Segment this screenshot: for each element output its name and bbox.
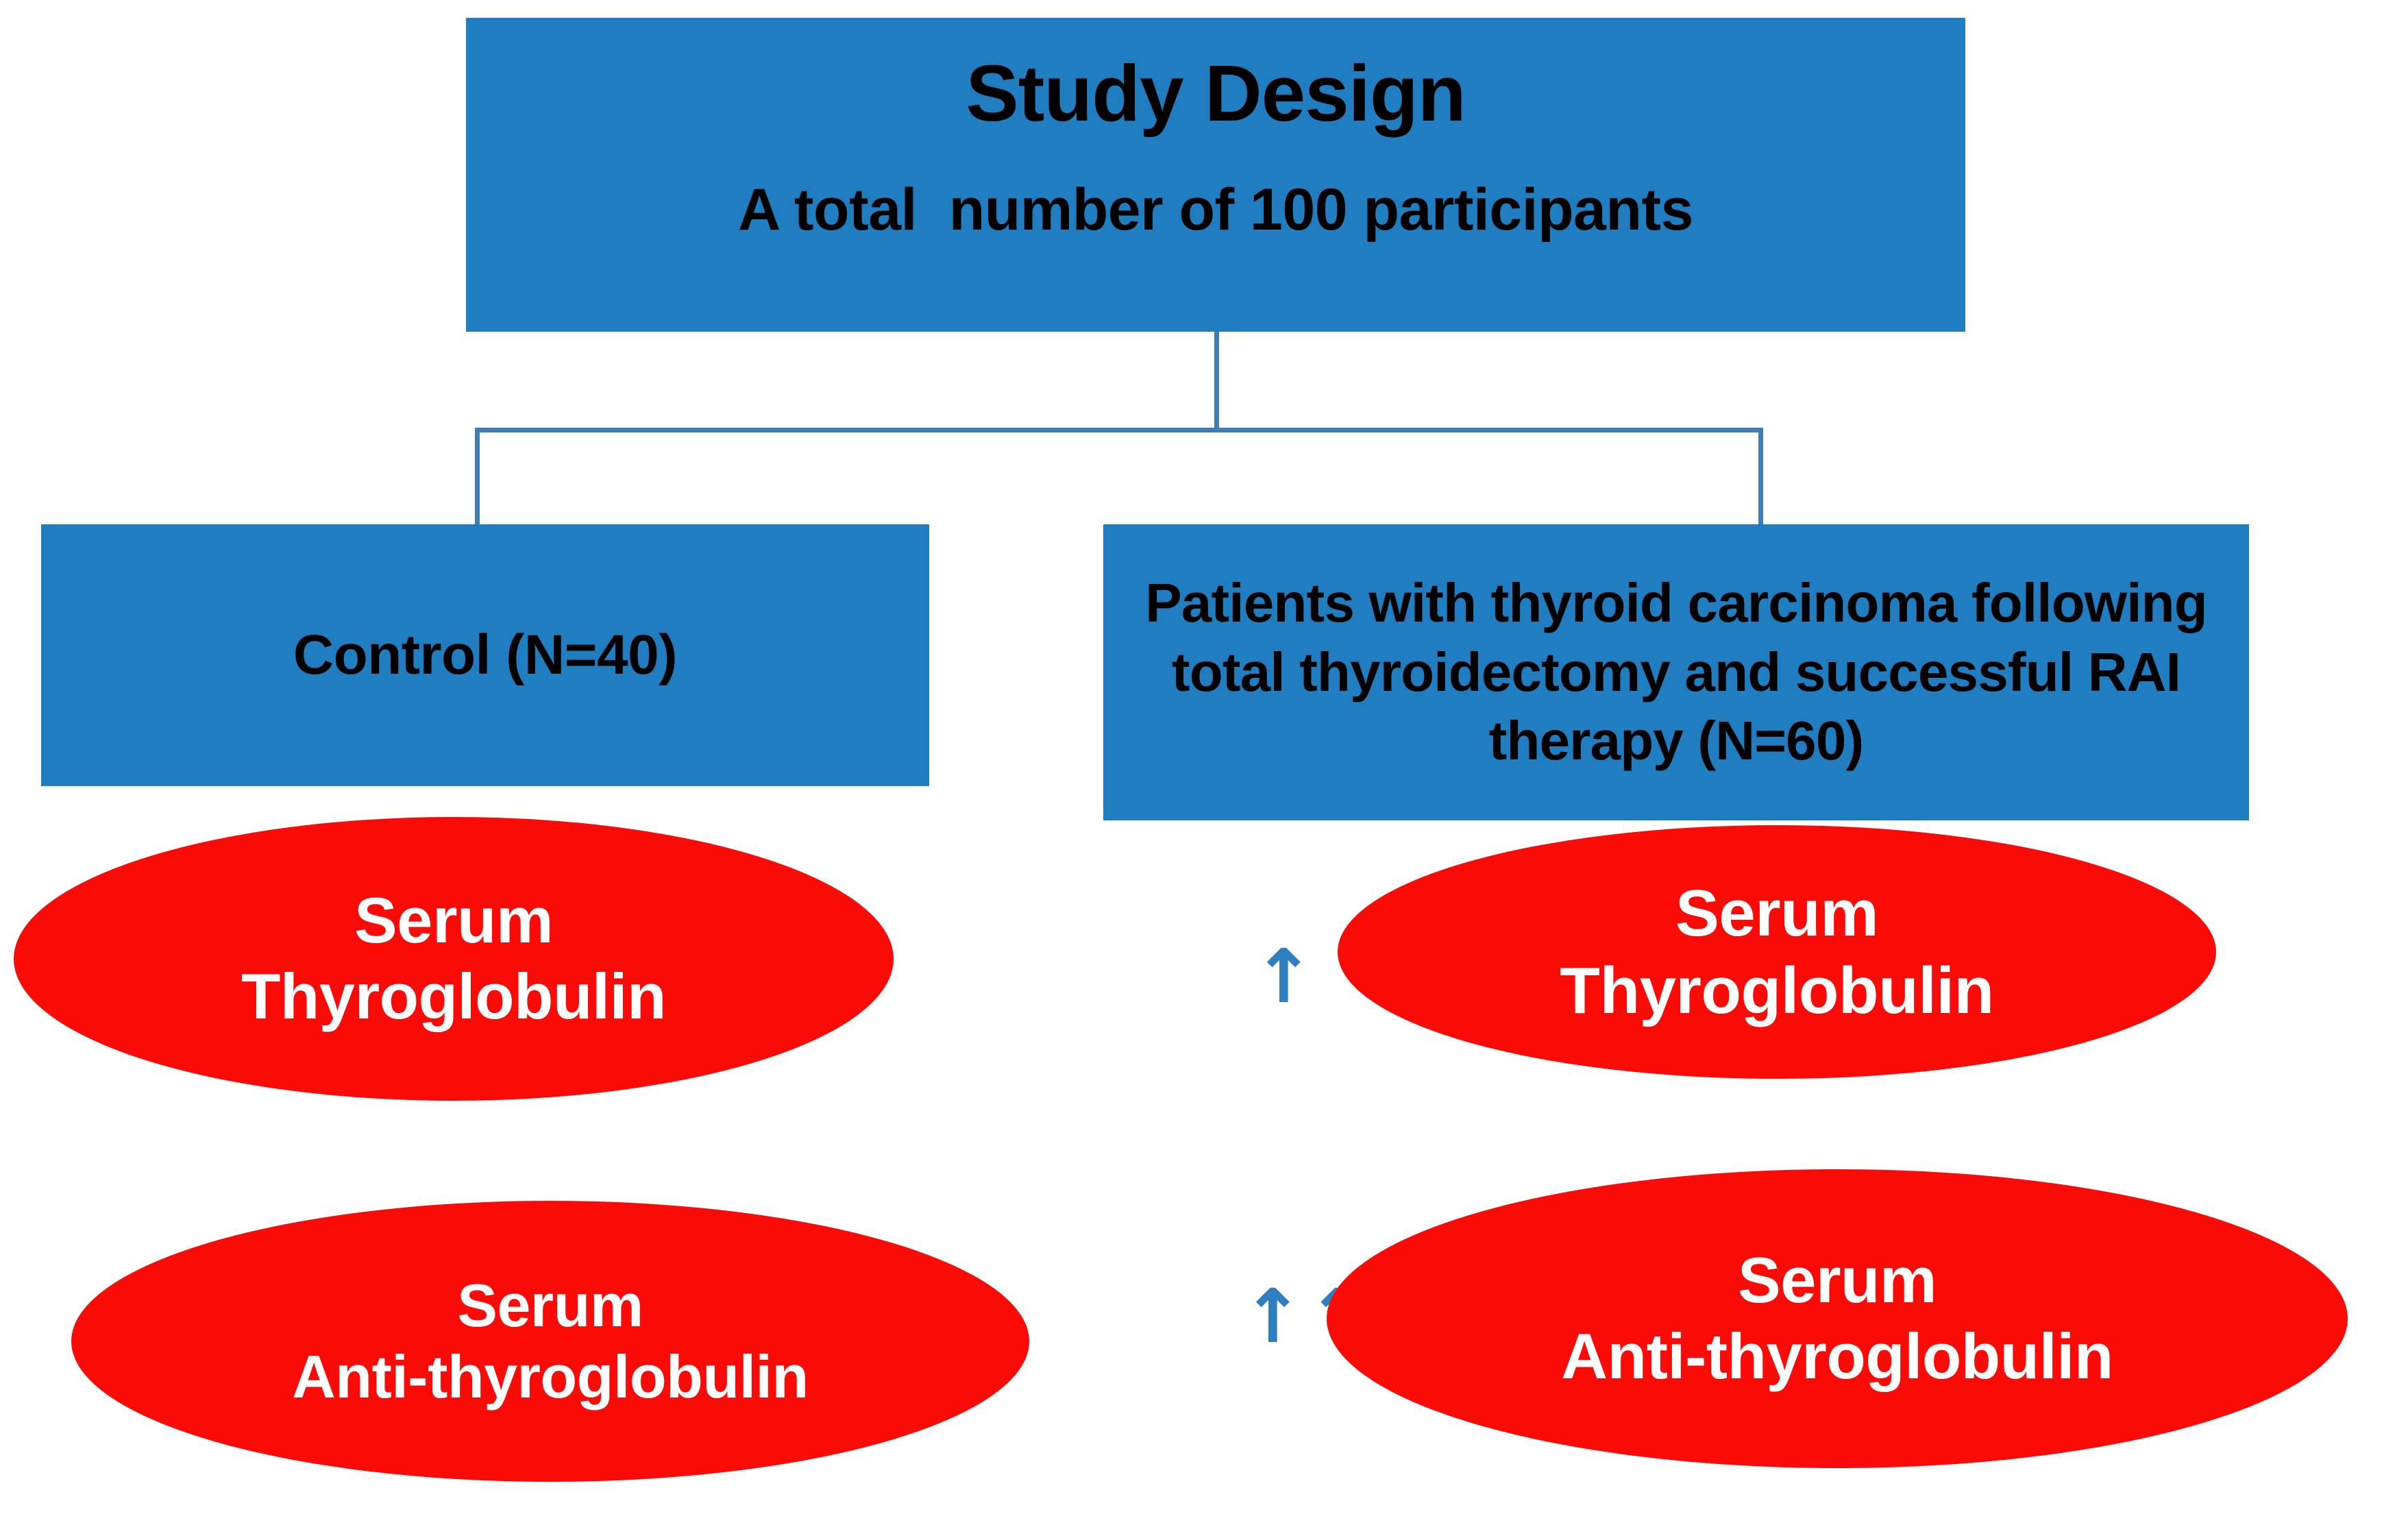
patients-group-box: Patients with thyroid carcinoma followin…	[1103, 524, 2249, 820]
ellipse-line-2: Anti-thyroglobulin	[292, 1343, 809, 1411]
patients-thyroglobulin-ellipse: Serum Thyroglobulin	[1338, 825, 2216, 1079]
ellipse-line-1: Serum	[457, 1271, 643, 1340]
ellipse-line-1: Serum	[1675, 876, 1879, 950]
header-box: Study Design A total number of 100 parti…	[466, 18, 1965, 332]
ellipse-line-1: Serum	[1737, 1244, 1937, 1317]
header-subtitle: A total number of 100 participants	[738, 176, 1693, 243]
up-arrow-icon-single: ↑	[1253, 934, 1315, 1020]
control-anti-thyroglobulin-ellipse: Serum Anti-thyroglobulin	[71, 1201, 1029, 1482]
connector-horizontal-bar	[475, 428, 1763, 432]
connector-stem	[1214, 332, 1219, 432]
ellipse-line-2: Thyroglobulin	[241, 960, 667, 1032]
page-title: Study Design	[966, 49, 1466, 138]
patients-group-label: Patients with thyroid carcinoma followin…	[1145, 572, 2207, 772]
control-group-box: Control (N=40)	[41, 524, 929, 786]
ellipse-line-2: Thyroglobulin	[1560, 954, 1994, 1027]
connector-left-drop	[475, 428, 480, 527]
control-group-label: Control (N=40)	[293, 624, 678, 687]
connector-right-drop	[1758, 428, 1763, 527]
ellipse-line-2: Anti-thyroglobulin	[1561, 1320, 2113, 1392]
ellipse-line-1: Serum	[354, 884, 554, 957]
patients-anti-thyroglobulin-ellipse: Serum Anti-thyroglobulin	[1327, 1169, 2348, 1468]
control-thyroglobulin-ellipse: Serum Thyroglobulin	[14, 817, 894, 1101]
